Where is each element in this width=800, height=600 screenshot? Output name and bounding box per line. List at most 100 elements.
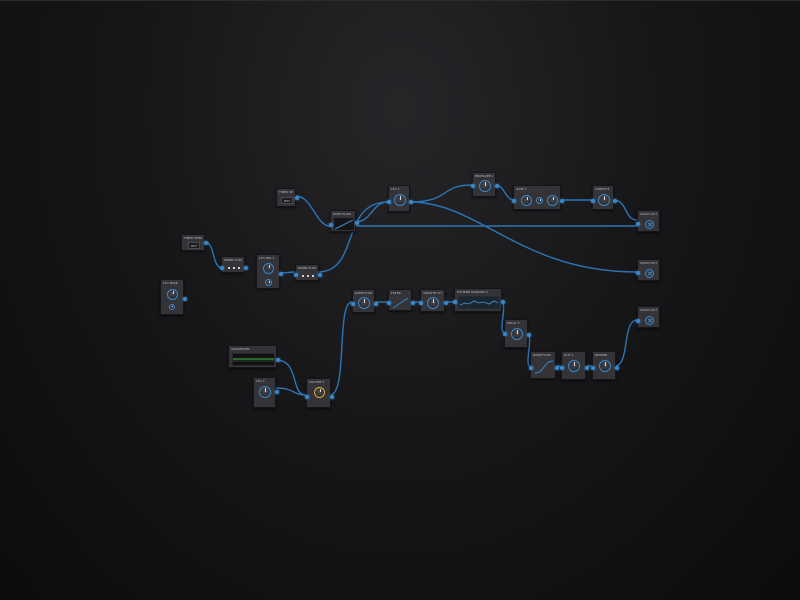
connection-port-icon[interactable] bbox=[636, 271, 640, 275]
connection-port-icon[interactable] bbox=[329, 223, 333, 227]
node-smooth[interactable]: SMOOTH CH bbox=[419, 289, 448, 312]
node-lfo-par[interactable]: LFO PAR 1 bbox=[256, 254, 283, 289]
node-lfo-1[interactable]: LFO 1 bbox=[387, 185, 413, 212]
connection-port-icon[interactable] bbox=[305, 395, 309, 399]
rotary-knob-icon[interactable] bbox=[479, 180, 491, 192]
node-title: AUDIO OUT R bbox=[640, 261, 657, 265]
connection-port-icon[interactable] bbox=[351, 302, 355, 306]
reset-button[interactable]: RST bbox=[188, 242, 200, 249]
connection-port-icon[interactable] bbox=[374, 302, 378, 306]
connection-port-icon[interactable] bbox=[560, 199, 564, 203]
rotary-knob-icon[interactable] bbox=[358, 297, 370, 309]
connection-port-icon[interactable] bbox=[591, 366, 595, 370]
connection-port-icon[interactable] bbox=[387, 301, 391, 305]
connection-port-icon[interactable] bbox=[636, 319, 640, 323]
connection-port-icon[interactable] bbox=[204, 241, 208, 245]
node-title: RAMP FLOW bbox=[533, 353, 551, 357]
wire bbox=[280, 271, 296, 274]
node-audio-out-r[interactable]: AUDIO OUT R bbox=[636, 259, 660, 281]
connection-port-icon[interactable] bbox=[529, 366, 533, 370]
rotary-knob-icon[interactable] bbox=[511, 328, 523, 340]
rotary-knob-icon[interactable] bbox=[314, 387, 325, 398]
rotary-knob-icon[interactable] bbox=[427, 297, 439, 309]
node-sequencer-display[interactable]: SEQUENCER bbox=[228, 345, 280, 368]
connection-port-icon[interactable] bbox=[471, 184, 475, 188]
rotary-knob-icon[interactable] bbox=[259, 386, 271, 398]
connection-port-icon[interactable] bbox=[244, 266, 248, 270]
rotary-knob-icon[interactable] bbox=[521, 195, 532, 206]
node-delay[interactable]: DELAY 3 bbox=[503, 319, 531, 348]
node-lfo-2[interactable]: LFO 2 bbox=[253, 377, 279, 408]
connection-port-icon[interactable] bbox=[444, 301, 448, 305]
rotary-knob-icon[interactable] bbox=[598, 194, 610, 206]
rotary-knob-icon[interactable] bbox=[536, 197, 543, 204]
node-title: SEQUENCER bbox=[231, 347, 250, 351]
rotary-knob-icon[interactable] bbox=[547, 195, 558, 206]
waveform-screen bbox=[232, 353, 275, 366]
node-filter[interactable]: FILTER bbox=[387, 289, 415, 311]
connection-port-icon[interactable] bbox=[220, 266, 224, 270]
rotary-knob-icon[interactable] bbox=[568, 360, 580, 372]
node-ramp-flow[interactable]: RAMP FLOW bbox=[351, 289, 378, 313]
rotary-knob-icon[interactable] bbox=[265, 279, 272, 286]
connection-port-icon[interactable] bbox=[411, 301, 415, 305]
connection-port-icon[interactable] bbox=[276, 358, 280, 362]
connection-port-icon[interactable] bbox=[613, 199, 617, 203]
connection-port-icon[interactable] bbox=[615, 366, 619, 370]
connection-port-icon[interactable] bbox=[591, 199, 595, 203]
connection-port-icon[interactable] bbox=[501, 300, 505, 304]
connection-port-icon[interactable] bbox=[295, 196, 299, 200]
node-gate[interactable]: GATE 1 bbox=[512, 185, 564, 210]
connection-port-icon[interactable] bbox=[560, 366, 564, 370]
node-reverb[interactable]: REVERB bbox=[591, 351, 619, 380]
connection-port-icon[interactable] bbox=[503, 332, 507, 336]
node-timer-a[interactable]: TIMER SMPL A RST bbox=[181, 234, 208, 251]
node-title: MIXER FLOW bbox=[298, 266, 316, 270]
node-title: MIXER FLOW bbox=[224, 258, 242, 262]
connection-port-icon[interactable] bbox=[512, 199, 516, 203]
rotary-knob-icon[interactable] bbox=[263, 263, 274, 274]
node-title: LFO 2 bbox=[256, 379, 265, 383]
rotary-knob-icon[interactable] bbox=[167, 289, 178, 300]
node-mixer-flow[interactable]: MIXER FLOW bbox=[220, 256, 248, 273]
connection-port-icon[interactable] bbox=[453, 300, 457, 304]
connection-port-icon[interactable] bbox=[183, 297, 187, 301]
connection-port-icon[interactable] bbox=[318, 273, 322, 277]
connection-port-icon[interactable] bbox=[275, 390, 279, 394]
connection-port-icon[interactable] bbox=[585, 366, 589, 370]
connection-port-icon[interactable] bbox=[330, 395, 334, 399]
node-audio-out-m[interactable]: AUDIO OUT M bbox=[636, 306, 660, 328]
node-title: MATH FLOW bbox=[333, 212, 352, 216]
node-ramp-flow-2[interactable]: RAMP FLOW bbox=[529, 351, 559, 379]
connection-port-icon[interactable] bbox=[527, 333, 531, 337]
connection-port-icon[interactable] bbox=[555, 366, 559, 370]
node-title: LFO 1 bbox=[391, 187, 400, 191]
node-timer-b[interactable]: TIMER SMPL B RST bbox=[276, 188, 299, 207]
node-volume[interactable]: VOLUME 1 bbox=[305, 378, 334, 408]
node-envelope[interactable]: ENVELOPE C bbox=[471, 172, 499, 197]
connection-port-icon[interactable] bbox=[419, 301, 423, 305]
node-title: SMOOTH CH bbox=[423, 291, 442, 295]
node-mixer-flow-2[interactable]: MIXER FLOW bbox=[294, 264, 322, 281]
node-lfo-base[interactable]: LFO BASE bbox=[160, 279, 187, 315]
node-submit[interactable]: SUBMIT B bbox=[591, 185, 617, 210]
rotary-knob-icon[interactable] bbox=[394, 194, 406, 206]
connection-port-icon[interactable] bbox=[495, 184, 499, 188]
rotary-knob-icon[interactable] bbox=[169, 304, 175, 310]
connection-port-icon[interactable] bbox=[636, 222, 640, 226]
connection-port-icon[interactable] bbox=[409, 200, 413, 204]
connection-port-icon[interactable] bbox=[294, 273, 298, 277]
window-top-border bbox=[0, 0, 800, 1]
wire bbox=[409, 201, 638, 273]
node-title: VOLUME 1 bbox=[309, 380, 325, 384]
node-math-flow[interactable]: MATH FLOW bbox=[329, 210, 359, 232]
node-pattern-random[interactable]: PATTERN RANDOM 4 bbox=[453, 288, 505, 312]
connection-port-icon[interactable] bbox=[387, 200, 391, 204]
reset-button[interactable]: RST bbox=[281, 197, 293, 204]
node-out-1[interactable]: OUT 1 bbox=[560, 351, 589, 380]
connection-port-icon[interactable] bbox=[279, 272, 283, 276]
node-audio-out-l[interactable]: AUDIO OUT L bbox=[636, 210, 660, 232]
wire bbox=[329, 301, 353, 396]
connection-port-icon[interactable] bbox=[355, 221, 359, 225]
rotary-knob-icon[interactable] bbox=[599, 360, 611, 372]
